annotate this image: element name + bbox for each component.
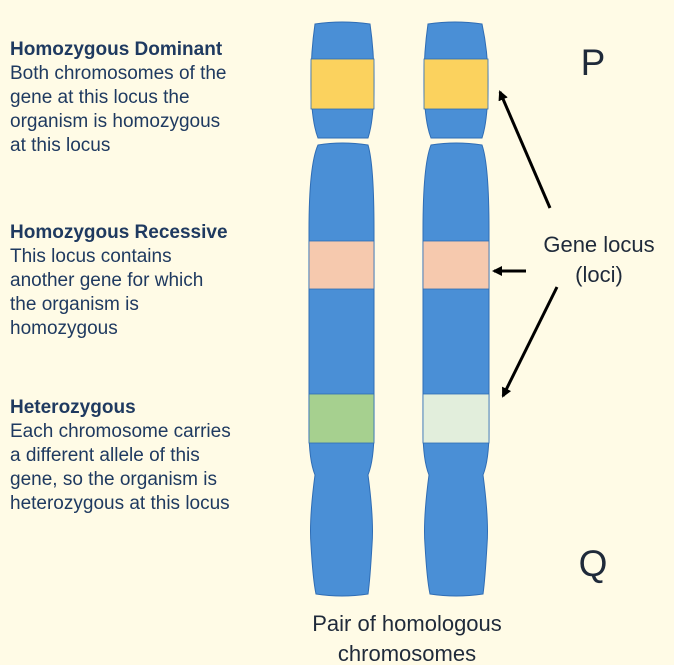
p-arm-label: P (581, 42, 606, 83)
band-het-left (308, 393, 375, 444)
arrow-to-dominant-locus (498, 90, 552, 209)
section-homozygous-dominant: Homozygous Dominant Both chromosomes of … (10, 38, 300, 158)
chromosome-left (308, 21, 375, 597)
section-body: Each chromosome carries a different alle… (10, 421, 231, 514)
band-recessive-right (422, 240, 490, 290)
caption-line1: Pair of homologous (312, 611, 502, 636)
chromosome-right-q-arm (422, 142, 490, 597)
section-homozygous-recessive: Homozygous Recessive This locus contains… (10, 221, 300, 341)
section-title: Homozygous Dominant (10, 39, 223, 60)
caption-line2: chromosomes (338, 641, 476, 665)
band-recessive-left (308, 240, 375, 290)
gene-locus-label: Gene locus (543, 232, 654, 257)
band-dominant-left (310, 58, 375, 110)
band-het-right (422, 393, 490, 444)
section-heterozygous: Heterozygous Each chromosome carries a d… (10, 396, 300, 516)
section-title: Heterozygous (10, 397, 136, 418)
arrow-to-het-locus (501, 286, 559, 398)
chromosome-right (422, 21, 490, 597)
section-body: This locus contains another gene for whi… (10, 246, 204, 339)
q-arm-label: Q (579, 543, 608, 584)
chromosome-left-q-arm (308, 142, 375, 597)
section-title: Homozygous Recessive (10, 222, 228, 243)
section-body: Both chromosomes of the gene at this loc… (10, 63, 227, 156)
band-dominant-right (423, 58, 489, 110)
gene-locus-label-sub: (loci) (575, 262, 623, 287)
